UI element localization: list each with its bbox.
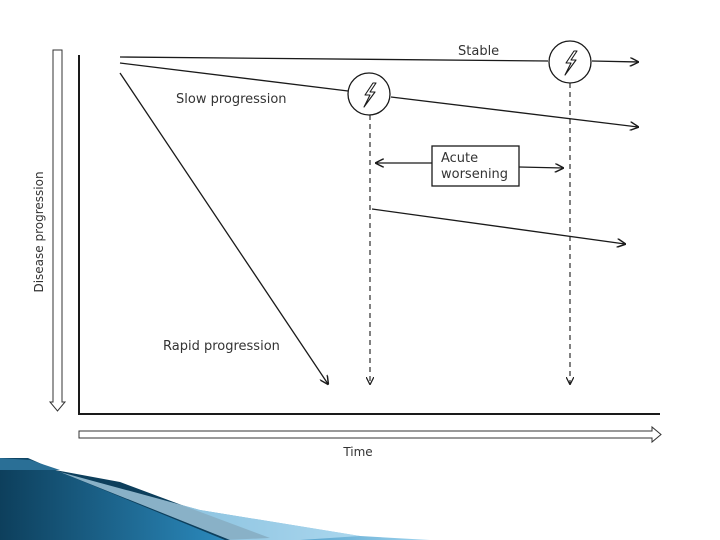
acute-label-line1: Acute <box>441 151 478 166</box>
y-axis-arrow <box>50 50 65 411</box>
stable-trajectory-continuation <box>592 61 638 62</box>
slide-banner-decoration <box>0 458 430 540</box>
slow-trajectory <box>120 63 348 91</box>
stable-label: Stable <box>458 44 499 59</box>
acute-label-line2: worsening <box>441 167 508 182</box>
slow-trajectory-continuation <box>391 97 638 127</box>
x-axis-label: Time <box>342 445 372 459</box>
y-axis-label: Disease progression <box>32 171 46 292</box>
rapid-trajectory <box>120 73 328 384</box>
post-event-trajectory <box>372 209 625 244</box>
event-marker-stable <box>549 41 591 83</box>
rapid-progression-label: Rapid progression <box>163 339 280 354</box>
x-axis-arrow <box>79 427 661 442</box>
acute-arrow-right <box>519 167 563 168</box>
event-marker-slow <box>348 73 390 115</box>
slow-progression-label: Slow progression <box>176 92 287 107</box>
